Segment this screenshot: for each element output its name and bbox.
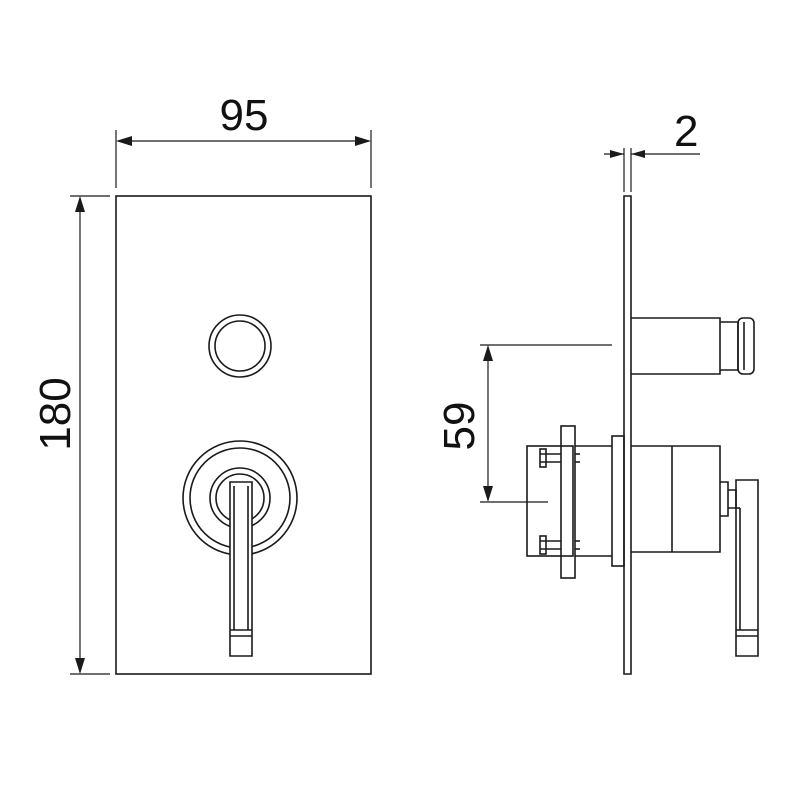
thickness-dimension: 2 bbox=[604, 107, 700, 192]
lever-handle bbox=[229, 481, 253, 657]
thickness-dimension-label: 2 bbox=[674, 107, 698, 156]
side-view: 2 59 bbox=[435, 107, 759, 675]
offset-dimension-label: 59 bbox=[435, 402, 484, 451]
mixer-housing bbox=[631, 445, 729, 553]
lever-handle-side bbox=[728, 479, 759, 657]
diverter-spindle bbox=[631, 317, 755, 375]
cover-plate-side bbox=[623, 195, 632, 675]
width-dimension-label: 95 bbox=[220, 91, 269, 140]
valve-body bbox=[526, 425, 625, 579]
offset-dimension: 59 bbox=[435, 344, 612, 503]
width-dimension: 95 bbox=[115, 91, 372, 188]
diverter-button bbox=[208, 314, 272, 378]
cover-plate bbox=[115, 195, 372, 675]
height-dimension: 180 bbox=[31, 195, 110, 675]
front-view: 95 180 bbox=[31, 91, 372, 675]
height-dimension-label: 180 bbox=[31, 377, 80, 450]
